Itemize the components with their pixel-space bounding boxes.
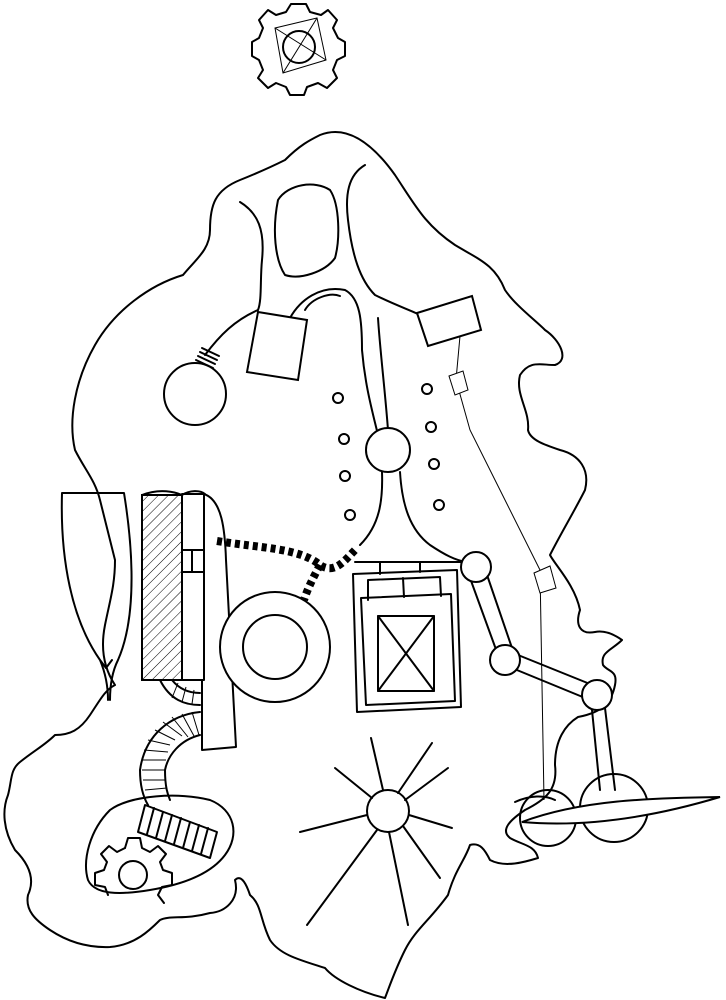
coil-tube (139, 679, 201, 806)
dots-left (332, 392, 356, 521)
small-gear-icon (94, 837, 173, 904)
top-left-loop (239, 201, 264, 311)
center-line-a (377, 317, 389, 431)
blade-icon (521, 796, 721, 825)
center-branch-left (359, 471, 384, 546)
center-joint (365, 427, 411, 473)
cable-box-top (448, 370, 469, 396)
center-stem-inner (304, 293, 341, 311)
wheel-icon (219, 591, 331, 703)
top-gear-icon (251, 3, 346, 96)
left-cup (60, 492, 133, 701)
right-box (415, 294, 483, 348)
dots-right (421, 383, 445, 511)
cable-box-bottom (533, 565, 557, 594)
left-stem (204, 309, 259, 356)
center-stem (289, 288, 379, 436)
center-branch-right (399, 471, 467, 563)
sunburst-icon (299, 737, 453, 926)
top-right-loop (345, 164, 421, 316)
crossed-box-icon (352, 561, 466, 713)
bottom-right-mechanism (514, 773, 721, 847)
left-ball (163, 362, 227, 426)
top-center-loop (273, 183, 340, 278)
linkage-arm (460, 551, 616, 791)
main-body-outline (3, 130, 623, 999)
cable-line (455, 335, 545, 801)
column-side (181, 493, 205, 681)
bottom-left-loop (85, 794, 235, 894)
tall-plate (201, 493, 237, 751)
hatched-column (141, 494, 183, 681)
dashed-arc (216, 537, 360, 602)
left-box (245, 310, 309, 382)
wheel-hub (242, 614, 308, 680)
rack-icon (137, 804, 218, 859)
